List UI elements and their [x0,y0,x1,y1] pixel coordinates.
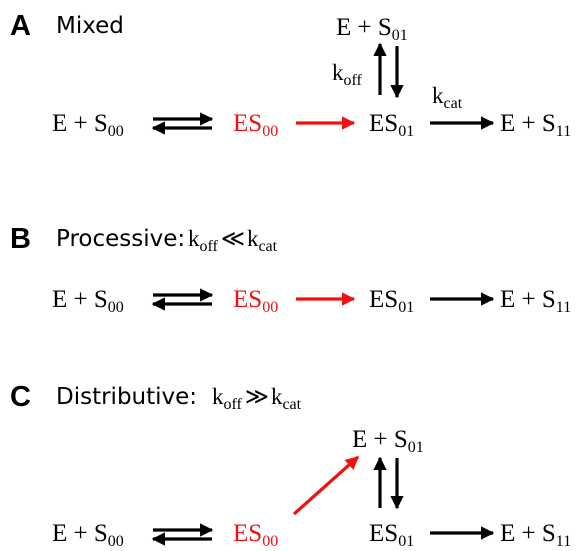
panel-a-title: Mixed [56,13,124,39]
panel-c-title: Distributive: [56,384,197,410]
panel-b: B Processive: koff≪kcat E + S00 ES00 ES0… [10,223,571,316]
panel-b-complex00: ES00 [233,286,278,316]
panel-c-complex01: ES01 [369,520,414,550]
panel-b-title: Processive: [56,226,185,252]
panel-a-koff-label: koff [332,60,363,89]
panel-a-released-species: E + S01 [336,14,408,44]
panel-a-complex00: ES00 [233,110,278,140]
panel-c-product: E + S11 [500,520,571,550]
panel-b-complex01: ES01 [369,286,414,316]
panel-a: A Mixed E + S01 koff kcat E + S00 ES00 E… [10,10,571,140]
panel-a-free-species: E + S00 [52,110,124,140]
panel-c-released-species: E + S01 [352,426,424,456]
panel-b-product: E + S11 [500,286,571,316]
panel-c-complex00: ES00 [233,520,278,550]
panel-a-complex01: ES01 [369,110,414,140]
panel-a-kcat-label: kcat [432,83,463,112]
panel-c-catalysis-release-arrow [292,455,360,516]
panel-b-condition: koff≪kcat [188,226,278,255]
panel-c-letter: C [10,381,31,413]
panel-a-product: E + S11 [500,110,571,140]
panel-c-free-species: E + S00 [52,520,124,550]
panel-c-condition: koff≫kcat [212,384,302,413]
panel-a-letter: A [10,10,31,42]
panel-b-free-species: E + S00 [52,286,124,316]
panel-b-letter: B [10,223,31,255]
panel-c: C Distributive: koff≫kcat E + S01 E + S0… [10,381,571,550]
